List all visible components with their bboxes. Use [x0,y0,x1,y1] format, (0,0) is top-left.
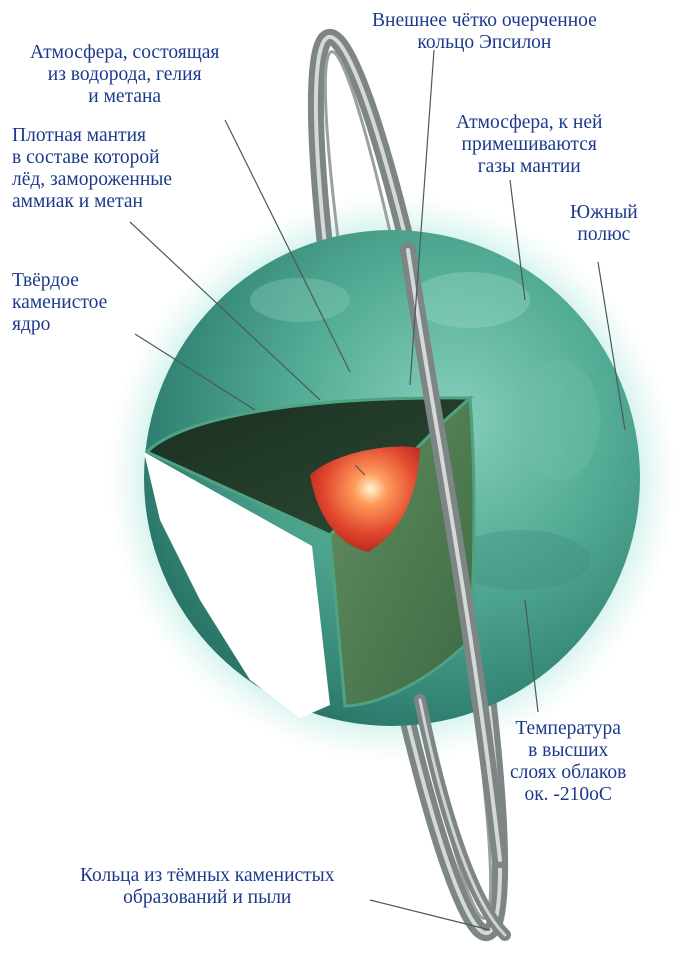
label-atmosphere-main: Атмосфера, состоящая из водорода, гелия … [30,42,219,108]
label-dark-rings: Кольца из тёмных каменистых образований … [80,865,335,909]
label-core: Твёрдое каменистое ядро [12,270,107,336]
label-south-pole: Южный полюс [570,202,638,246]
label-atmosphere-mixed: Атмосфера, к ней примешиваются газы мант… [456,112,602,178]
label-epsilon-ring: Внешнее чётко очерченное кольцо Эпсилон [372,10,597,54]
label-mantle: Плотная мантия в составе которой лёд, за… [12,125,172,213]
label-temperature: Температура в высших слоях облаков ок. -… [510,718,626,806]
